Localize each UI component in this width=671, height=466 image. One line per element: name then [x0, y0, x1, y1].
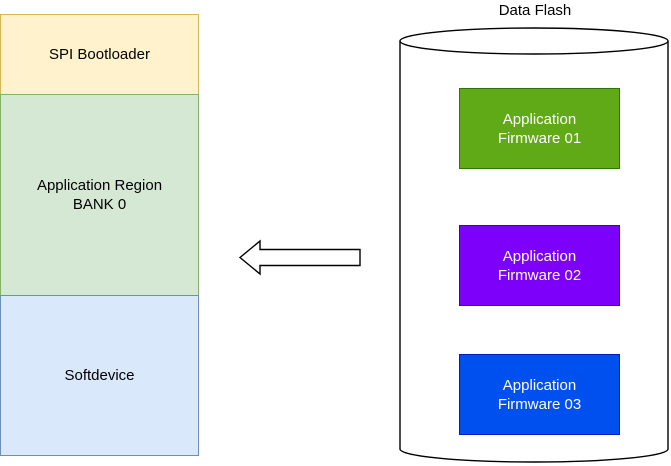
firmware-slot-02: Application Firmware 02: [459, 225, 620, 306]
slot-label-line-1: Application: [502, 247, 577, 265]
slot-label-line-1: Application: [502, 376, 577, 394]
memory-region-softdevice: Softdevice: [0, 295, 199, 456]
left-arrow-icon: [238, 239, 361, 276]
data-flash-title: Data Flash: [498, 2, 572, 19]
memory-region-label: Application Region BANK 0: [37, 176, 162, 214]
slot-label-line-2: Firmware 01: [497, 129, 582, 147]
slot-label-line-2: Firmware 03: [497, 395, 582, 413]
memory-region-spi-bootloader: SPI Bootloader: [0, 14, 199, 95]
slot-label-line-1: Application: [502, 110, 577, 128]
label-line-1: SPI Bootloader: [49, 46, 150, 63]
label-line-1: Application Region: [36, 177, 163, 194]
memory-region-label: Softdevice: [64, 366, 134, 385]
memory-region-label: SPI Bootloader: [49, 45, 150, 64]
firmware-slot-03: Application Firmware 03: [459, 354, 620, 435]
slot-label-line-2: Firmware 02: [497, 266, 582, 284]
label-line-2: BANK 0: [72, 196, 127, 213]
label-line-1: Softdevice: [64, 367, 135, 384]
firmware-slot-01: Application Firmware 01: [459, 88, 620, 169]
memory-region-application-bank0: Application Region BANK 0: [0, 94, 199, 296]
